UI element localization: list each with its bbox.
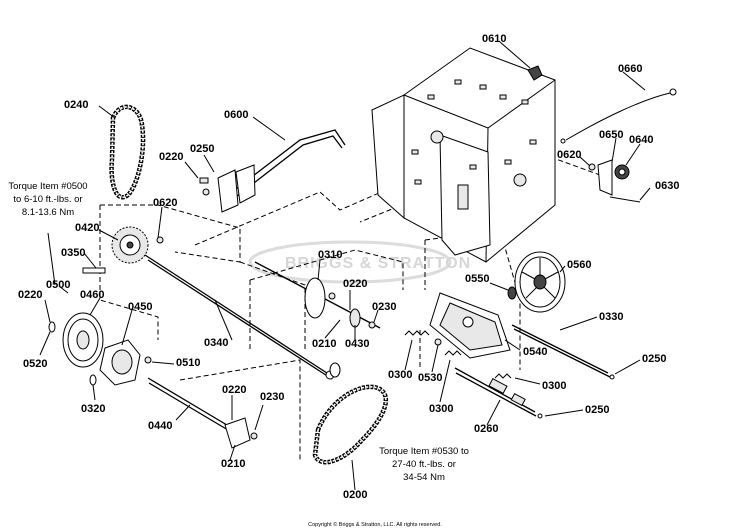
label-0510: 0510 [176, 357, 200, 369]
leader-lines [39, 41, 651, 491]
label-0250: 0250 [585, 404, 609, 416]
shaft-0260 [454, 367, 543, 419]
chain-0240 [109, 104, 146, 200]
disc-0310 [254, 261, 381, 378]
label-0520: 0520 [23, 358, 47, 370]
sprocket-0420 [82, 226, 164, 274]
label-0660: 0660 [618, 63, 642, 75]
label-0450: 0450 [128, 301, 152, 313]
label-0440: 0440 [148, 420, 172, 432]
watermark-text: BRIGGS & STRATTON [285, 255, 471, 272]
label-0530: 0530 [418, 372, 442, 384]
label-0260: 0260 [474, 423, 498, 435]
watermark: BRIGGS & STRATTON [248, 240, 471, 284]
label-0650: 0650 [599, 129, 623, 141]
label-0630: 0630 [655, 180, 679, 192]
torque-note-line: 8.1-13.6 Nm [22, 207, 74, 218]
label-0230: 0230 [260, 391, 284, 403]
torque-note-line: 27-40 ft.-lbs. or [392, 459, 456, 470]
label-0220: 0220 [159, 151, 183, 163]
part-labels: 0610 0660 0240 0600 0250 0220 0650 0640 … [18, 33, 679, 501]
label-0220: 0220 [343, 278, 367, 290]
torque-note-0530: Torque Item #0530 to 27-40 ft.-lbs. or 3… [379, 446, 469, 483]
chain-0200 [312, 384, 389, 465]
label-0540: 0540 [523, 346, 547, 358]
label-0330: 0330 [599, 311, 623, 323]
shaft-0330 [511, 324, 615, 380]
label-0230: 0230 [372, 301, 396, 313]
label-0620: 0620 [153, 197, 177, 209]
label-0220: 0220 [18, 289, 42, 301]
label-0300: 0300 [542, 380, 566, 392]
label-0430: 0430 [345, 338, 369, 350]
torque-note-line: 34-54 Nm [403, 472, 445, 483]
label-0210: 0210 [312, 338, 336, 350]
label-0350: 0350 [61, 247, 85, 259]
label-0340: 0340 [204, 337, 228, 349]
torque-note-0500: Torque Item #0500 to 6-10 ft.-lbs. or 8.… [8, 181, 87, 218]
label-0550: 0550 [465, 273, 489, 285]
plate-0540 [429, 292, 511, 359]
label-0300: 0300 [388, 369, 412, 381]
label-0210: 0210 [221, 458, 245, 470]
shaft-0340 [144, 254, 335, 380]
copyright-text: Copyright © Briggs & Stratton, LLC. All … [308, 521, 442, 528]
label-0220: 0220 [222, 384, 246, 396]
label-0460: 0460 [80, 289, 104, 301]
torque-note-line: Torque Item #0500 [8, 181, 87, 192]
cable-0660 [560, 88, 677, 144]
pulley-0560 [507, 251, 566, 313]
label-0300: 0300 [429, 403, 453, 415]
label-0310: 0310 [318, 249, 342, 261]
label-0610: 0610 [482, 33, 506, 45]
label-0250: 0250 [190, 143, 214, 155]
frame-housing [371, 47, 556, 263]
label-0420: 0420 [75, 222, 99, 234]
springs-0300 [404, 330, 512, 379]
label-0250: 0250 [642, 353, 666, 365]
label-0500: 0500 [46, 279, 70, 291]
label-0560: 0560 [567, 259, 591, 271]
label-0620: 0620 [557, 149, 581, 161]
label-0640: 0640 [629, 134, 653, 146]
label-0200: 0200 [343, 489, 367, 501]
label-0600: 0600 [224, 109, 248, 121]
shift-rod-0600 [199, 129, 346, 213]
label-0320: 0320 [81, 403, 105, 415]
torque-note-line: Torque Item #0530 to [379, 446, 469, 457]
bracket-parts [527, 65, 641, 203]
torque-note-line: to 6-10 ft.-lbs. or [13, 194, 82, 205]
label-0240: 0240 [64, 99, 88, 111]
